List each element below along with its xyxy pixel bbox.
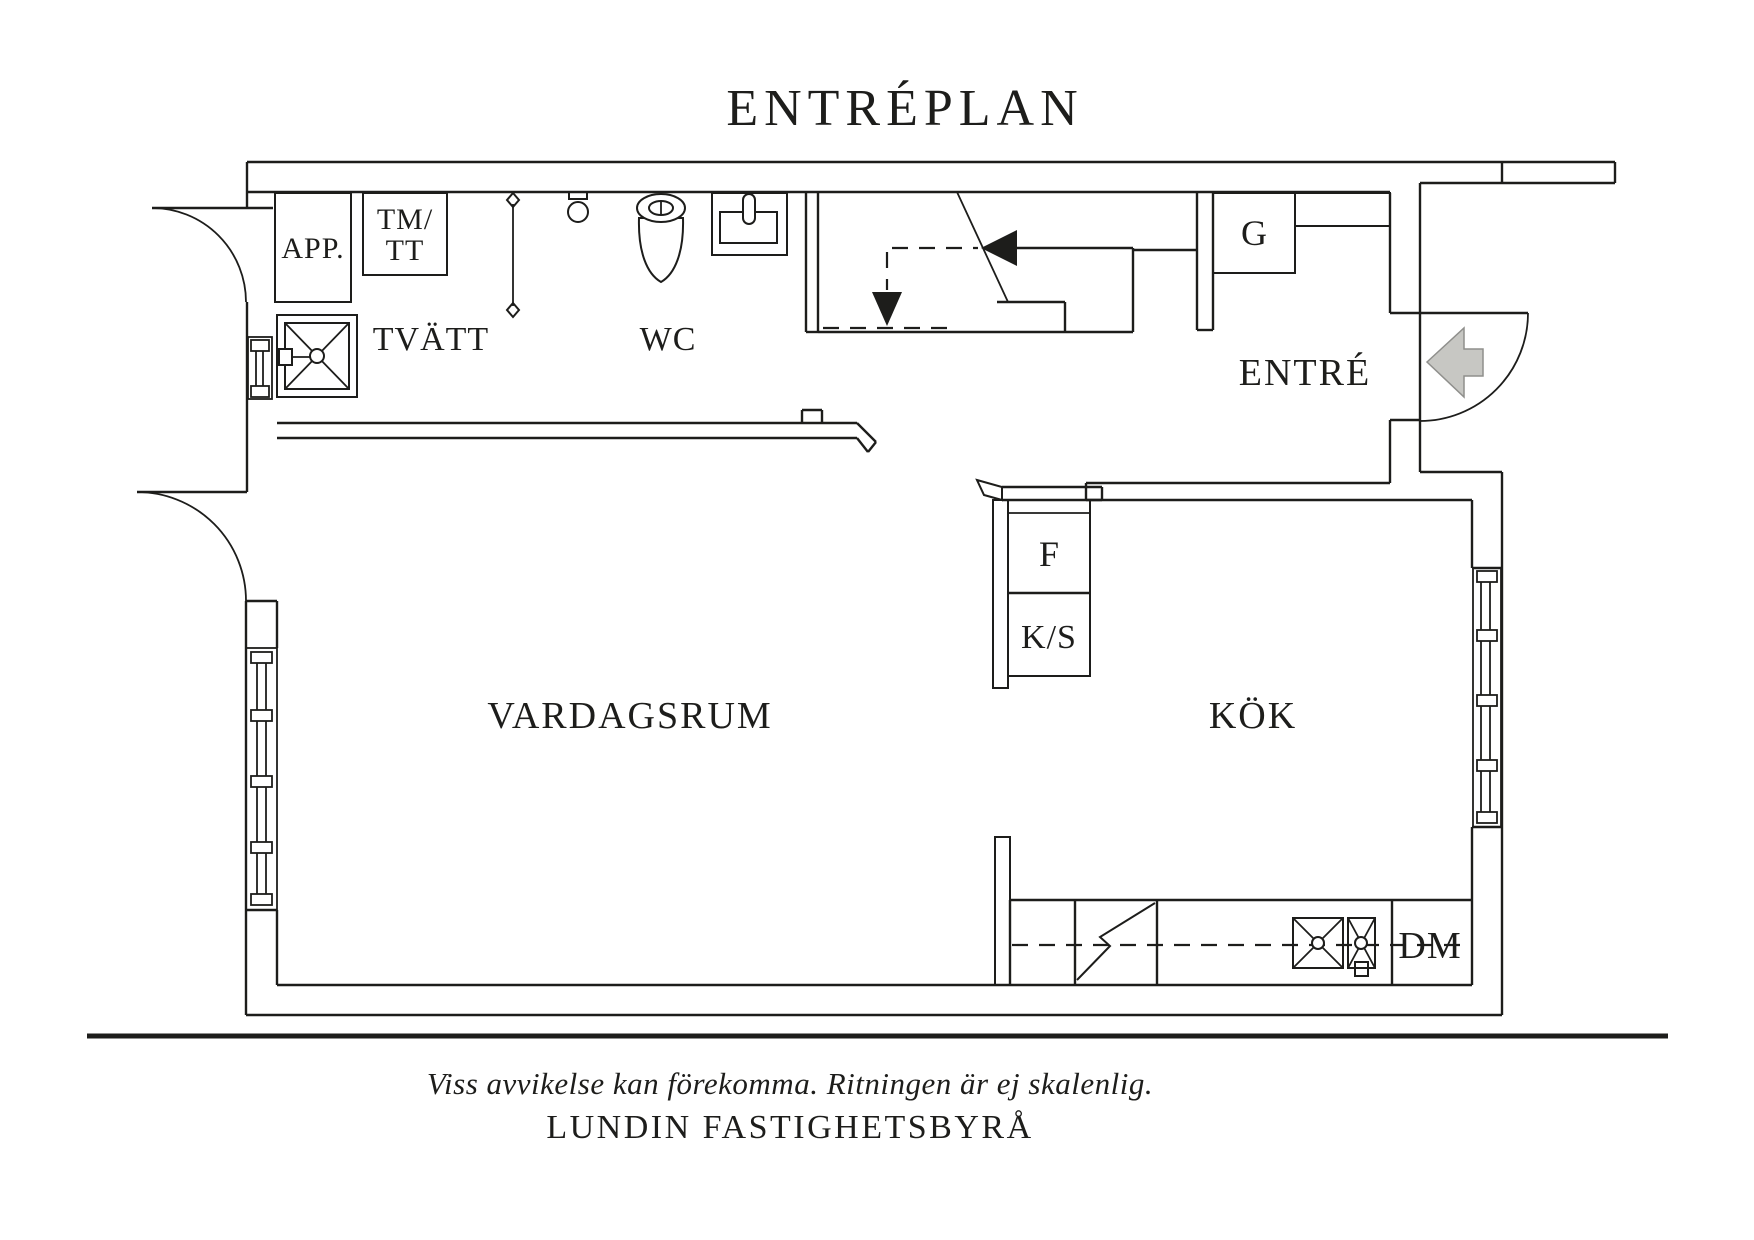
- kitchen-sink-icon: [1292, 917, 1376, 977]
- entrance-door: [1418, 312, 1529, 422]
- label-app: APP.: [281, 232, 344, 265]
- plan-title: ENTRÉPLAN: [726, 79, 1083, 137]
- folding-partition: [505, 191, 521, 319]
- footer-company: LUNDIN FASTIGHETSBYRÅ: [546, 1109, 1033, 1146]
- door-left: [136, 490, 247, 602]
- entrance-arrow-icon: [1425, 326, 1484, 399]
- room-label-wc: WC: [640, 321, 697, 358]
- label-g-closet: G: [1241, 213, 1267, 253]
- window-left: [245, 647, 278, 911]
- window-laundry: [247, 336, 273, 400]
- stove-icon: [1076, 902, 1156, 981]
- footer-disclaimer: Viss avvikelse kan förekomma. Ritningen …: [427, 1066, 1153, 1101]
- label-freezer: F: [1039, 534, 1059, 574]
- entre-kitchen-wall: [1084, 481, 1472, 502]
- label-tm: TM/: [377, 203, 433, 236]
- staircase: [818, 191, 1197, 334]
- shower: [276, 314, 358, 398]
- exterior-walls: [244, 160, 1617, 1017]
- toilet-icon: [636, 193, 686, 284]
- kitchen-counter: [994, 836, 1472, 986]
- room-label-vardagsrum: VARDAGSRUM: [487, 695, 772, 737]
- fridge-freezer-unit: [975, 478, 1104, 689]
- interior-wall-laundry: [277, 408, 877, 453]
- label-tt: TT: [386, 234, 425, 267]
- ceiling-drain-icon: [567, 191, 589, 223]
- stairs-up-arrow-icon: [981, 230, 1017, 266]
- g-closet: [1212, 192, 1391, 274]
- door-top-left: [151, 206, 273, 303]
- app-cabinet: [274, 192, 352, 303]
- window-right: [1472, 567, 1502, 828]
- stairs-down-arrow-icon: [872, 292, 902, 326]
- label-fridge: K/S: [1021, 619, 1077, 656]
- room-label-entre: ENTRÉ: [1239, 352, 1371, 394]
- room-label-tvatt: TVÄTT: [373, 321, 489, 358]
- washer-dryer-cabinet: [362, 192, 448, 276]
- label-dishwasher: DM: [1398, 925, 1461, 967]
- room-label-kok: KÖK: [1209, 695, 1297, 737]
- sink-icon: [711, 192, 788, 256]
